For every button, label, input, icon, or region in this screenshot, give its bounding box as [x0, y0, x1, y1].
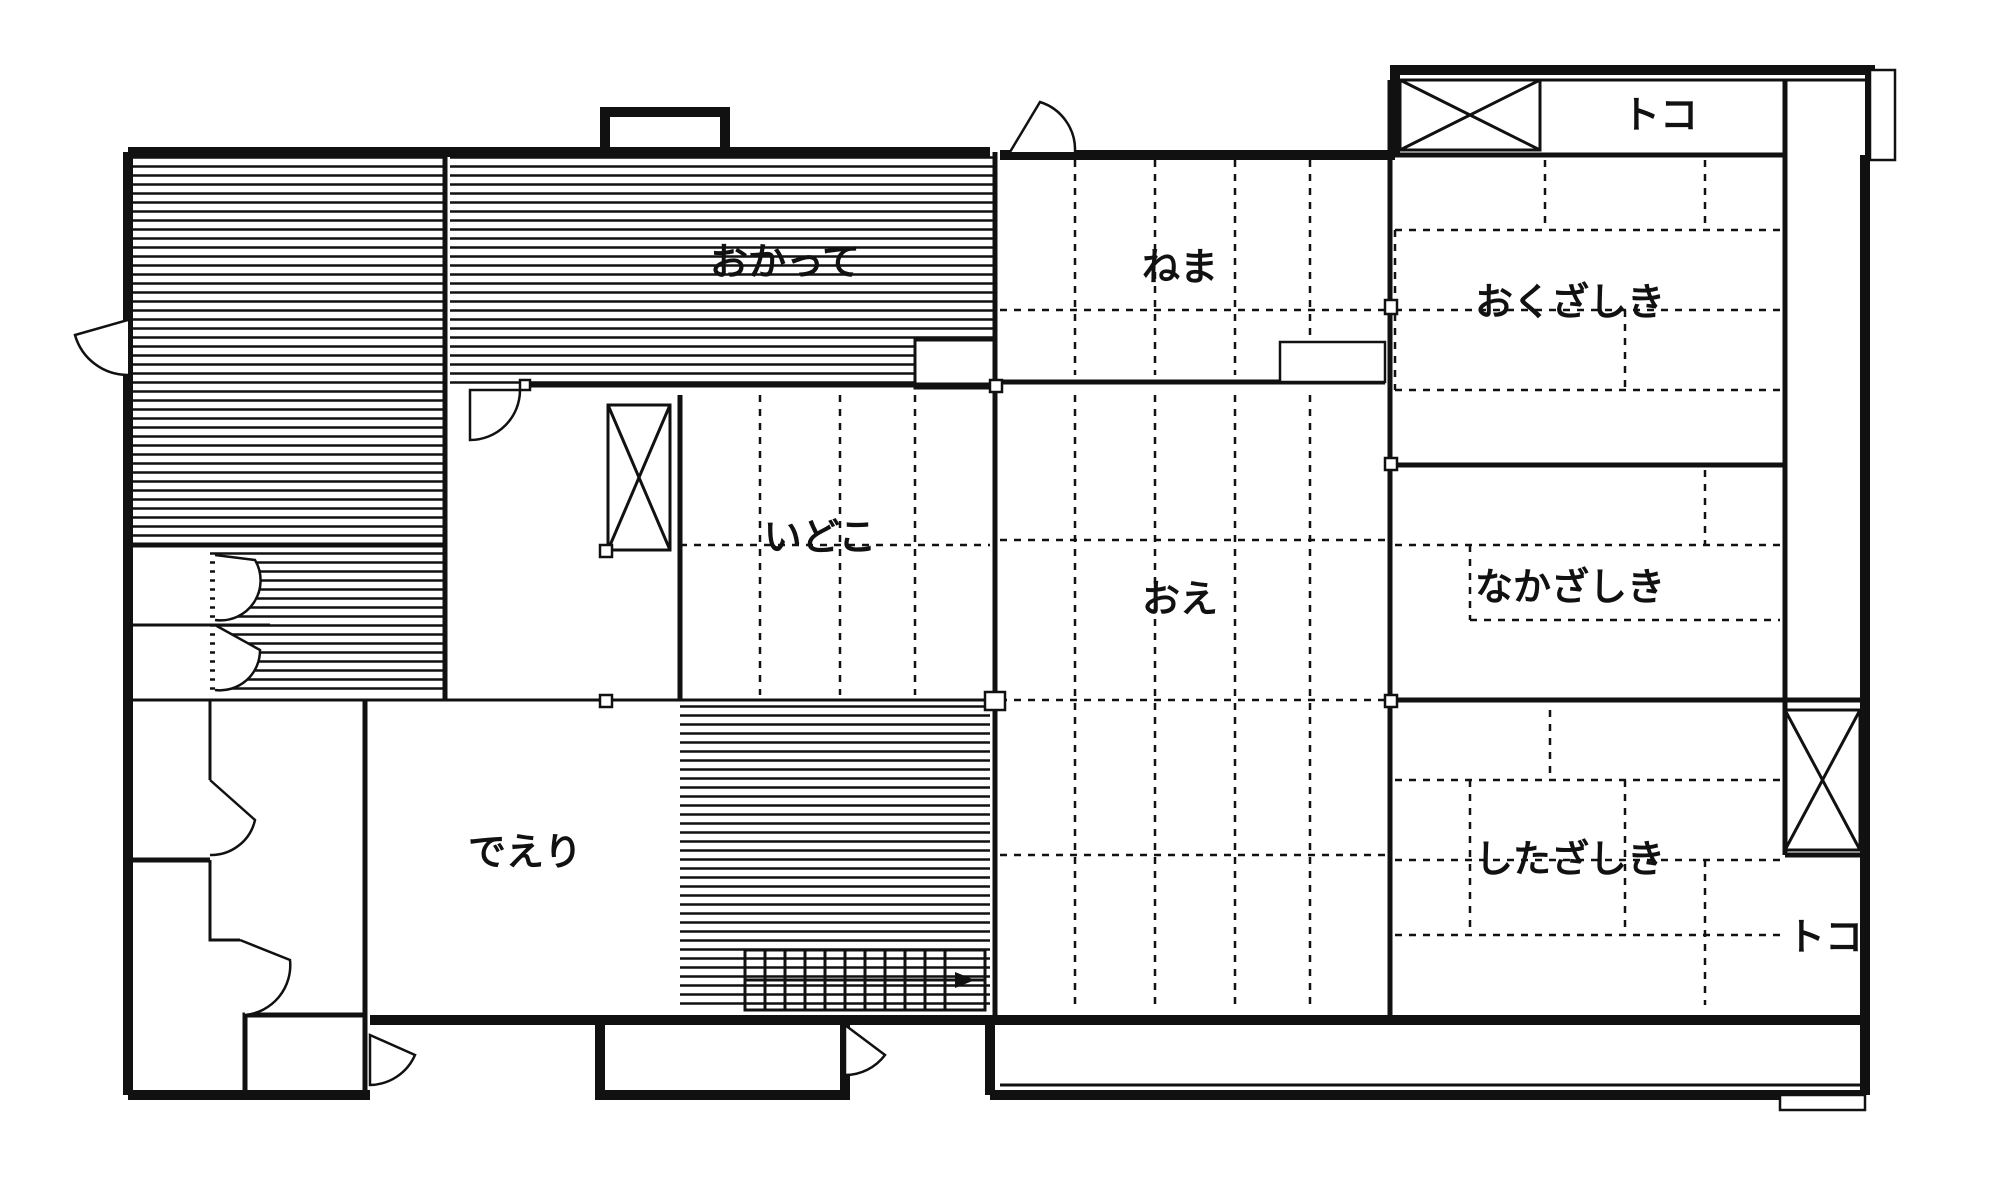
- room-labels: おかって ねま おくざしき トコ いどこ おえ なかざしき でえり したざしき …: [468, 93, 1863, 959]
- door-swing-west: [73, 318, 129, 377]
- stair-arrow-icon: [955, 972, 975, 988]
- door-swing-closet-2: [239, 938, 292, 1017]
- staircase: [743, 948, 987, 1012]
- door-swing-west-a: [214, 553, 262, 622]
- room-label-idoko: いどこ: [764, 515, 877, 559]
- wood-floor-west: [130, 155, 445, 540]
- x-cabinets: [606, 78, 1862, 852]
- okatte-cutout: [913, 338, 997, 390]
- doors: [73, 100, 1077, 1087]
- wood-floor-okatte: [450, 155, 995, 385]
- posts: [518, 298, 1399, 712]
- door-swing-south: [843, 1022, 887, 1077]
- room-label-nema: ねま: [1142, 245, 1218, 289]
- room-label-toko-bottom: トコ: [1787, 915, 1863, 959]
- door-swing-closet-1: [209, 779, 257, 857]
- room-label-nakazashiki: なかざしき: [1475, 565, 1665, 609]
- room-label-okuzashiki: おくざしき: [1475, 280, 1665, 324]
- door-swing-north: [1008, 100, 1077, 153]
- room-label-shitazashiki: したざしき: [1475, 837, 1665, 881]
- room-label-deri: でえり: [468, 830, 582, 874]
- door-swing-west-b: [214, 623, 262, 692]
- room-label-toko-top: トコ: [1622, 93, 1698, 137]
- wood-floor-center: [680, 705, 990, 1010]
- room-label-oe: おえ: [1142, 577, 1218, 621]
- door-swing-deri: [368, 1033, 417, 1087]
- walls: [123, 65, 1897, 1112]
- door-swing-kitchen: [468, 388, 522, 442]
- tatami-grids: [680, 160, 1780, 1010]
- room-label-okatte: おかって: [710, 240, 860, 284]
- wood-floor-areas: [130, 155, 997, 1010]
